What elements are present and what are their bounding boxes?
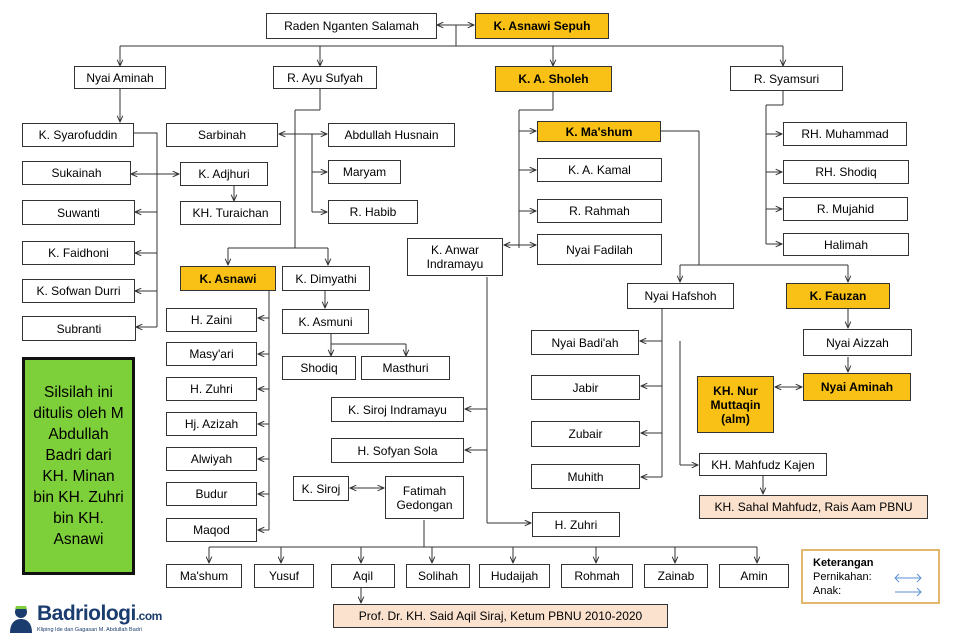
person-nyai-aminah: Nyai Aminah — [74, 66, 166, 89]
person-hj-azizah: Hj. Azizah — [166, 412, 257, 436]
person-amin: Amin — [719, 564, 789, 588]
person-kh-sahal-mahfudz: KH. Sahal Mahfudz, Rais Aam PBNU — [699, 495, 928, 519]
person-k-anwar-indramayu: K. Anwar Indramayu — [407, 238, 503, 276]
person-rh-shodiq: RH. Shodiq — [783, 160, 909, 184]
person-r-syamsuri: R. Syamsuri — [730, 66, 843, 91]
person-zubair: Zubair — [531, 421, 640, 447]
person-solihah: Solihah — [406, 564, 470, 588]
person-maryam: Maryam — [328, 160, 401, 184]
person-h-zuhri: H. Zuhri — [166, 377, 257, 401]
person-nyai-aizzah: Nyai Aizzah — [803, 329, 912, 356]
person-k-adjhuri: K. Adjhuri — [180, 162, 268, 186]
person-r-rahmah: R. Rahmah — [537, 199, 662, 223]
person-rh-muhammad: RH. Muhammad — [783, 122, 907, 146]
person-nyai-aminah-2: Nyai Aminah — [803, 373, 911, 401]
person-kh-mahfudz-kajen: KH. Mahfudz Kajen — [699, 453, 827, 476]
person-rohmah: Rohmah — [561, 564, 633, 588]
person-k-a-sholeh: K. A. Sholeh — [495, 66, 612, 92]
person-k-dimyathi: K. Dimyathi — [282, 266, 370, 291]
person-h-zaini: H. Zaini — [166, 308, 257, 332]
person-h-zuhri-2: H. Zuhri — [532, 512, 620, 537]
person-raden-nganten-salamah: Raden Nganten Salamah — [266, 13, 437, 39]
person-silhouette-icon — [10, 606, 32, 633]
person-hudaijah: Hudaijah — [479, 564, 550, 588]
person-mashum: Ma'shum — [166, 564, 242, 588]
person-k-sofwan-durri: K. Sofwan Durri — [22, 279, 135, 303]
person-kh-turaichan: KH. Turaichan — [180, 201, 281, 225]
author-note: Silsilah ini ditulis oleh M Abdullah Bad… — [22, 357, 135, 575]
person-k-a-kamal: K. A. Kamal — [537, 158, 662, 182]
person-k-syarofuddin: K. Syarofuddin — [22, 123, 134, 147]
person-maqod: Maqod — [166, 518, 257, 542]
person-abdullah-husnain: Abdullah Husnain — [328, 123, 455, 147]
person-shodiq: Shodiq — [282, 356, 356, 380]
person-nyai-hafshoh: Nyai Hafshoh — [627, 283, 734, 309]
person-halimah: Halimah — [783, 233, 909, 256]
person-nyai-badiah: Nyai Badi'ah — [531, 330, 639, 355]
person-budur: Budur — [166, 482, 257, 506]
person-alwiyah: Alwiyah — [166, 447, 257, 471]
legend-child-row: Anak: — [813, 584, 928, 598]
logo-wordmark: Badriologi.com — [37, 602, 162, 625]
person-k-asnawi: K. Asnawi — [180, 266, 276, 291]
person-k-siroj-indramayu: K. Siroj Indramayu — [331, 397, 464, 422]
arrow-right-icon — [895, 587, 922, 597]
person-sarbinah: Sarbinah — [166, 123, 278, 147]
person-sukainah: Sukainah — [22, 161, 131, 185]
person-r-ayu-sufyah: R. Ayu Sufyah — [273, 66, 377, 89]
logo-tagline: Kliping Ide dan Gagasan M. Abdullah Badr… — [37, 627, 142, 633]
person-jabir: Jabir — [531, 375, 640, 400]
double-arrow-icon — [894, 573, 922, 583]
person-masthuri: Masthuri — [361, 356, 450, 380]
person-k-asmuni: K. Asmuni — [282, 309, 369, 334]
person-masyari: Masy'ari — [166, 342, 257, 366]
badriologi-logo: Badriologi.com Kliping Ide dan Gagasan M… — [8, 601, 208, 641]
person-subranti: Subranti — [22, 316, 136, 341]
person-h-sofyan-sola: H. Sofyan Sola — [331, 438, 464, 463]
person-fatimah-gedongan: Fatimah Gedongan — [385, 476, 464, 519]
person-k-siroj: K. Siroj — [293, 476, 349, 501]
person-k-asnawi-sepuh: K. Asnawi Sepuh — [475, 13, 609, 39]
person-k-fauzan: K. Fauzan — [786, 283, 890, 309]
legend-marriage-label: Pernikahan: — [813, 571, 872, 583]
person-kh-nur-muttaqin: KH. Nur Muttaqin (alm) — [697, 376, 774, 433]
legend-title: Keterangan — [813, 557, 874, 569]
person-suwanti: Suwanti — [22, 200, 135, 225]
person-yusuf: Yusuf — [254, 564, 314, 588]
person-zainab: Zainab — [644, 564, 708, 588]
legend: Keterangan Pernikahan: Anak: — [801, 549, 940, 604]
person-r-mujahid: R. Mujahid — [783, 197, 908, 221]
person-k-mashum: K. Ma'shum — [537, 121, 661, 142]
person-nyai-fadilah: Nyai Fadilah — [537, 234, 662, 265]
person-said-aqil-siraj: Prof. Dr. KH. Said Aqil Siraj, Ketum PBN… — [333, 604, 668, 628]
person-r-habib: R. Habib — [328, 200, 418, 224]
person-k-faidhoni: K. Faidhoni — [22, 241, 135, 265]
legend-marriage-row: Pernikahan: — [813, 570, 928, 584]
person-aqil: Aqil — [331, 564, 395, 588]
person-muhith: Muhith — [531, 464, 640, 489]
legend-child-label: Anak: — [813, 585, 842, 597]
